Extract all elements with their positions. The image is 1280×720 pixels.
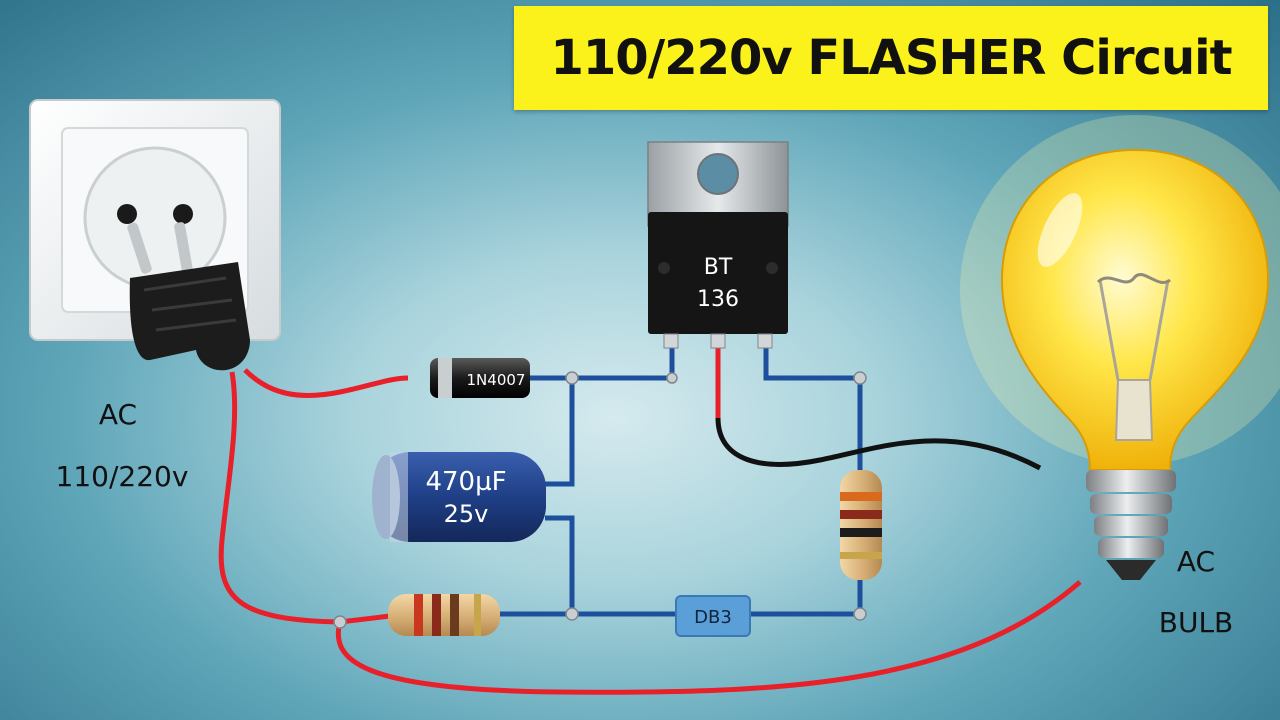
capacitor-label-line1: 470µF: [425, 467, 506, 497]
capacitor-label-line2: 25v: [444, 500, 489, 528]
wire-red-plug-to-resistor: [218, 371, 391, 625]
junction-dot: [333, 615, 347, 629]
wire-blue-db3-right: [748, 578, 863, 617]
diac-label: DB3: [694, 607, 732, 628]
bulb-label-line2: BULB: [1158, 606, 1234, 639]
junction-dot: [853, 371, 867, 385]
ac-source-label-line1: AC: [98, 398, 138, 431]
wire-blue-capacitor-negative: [545, 515, 575, 614]
junction-dot: [565, 607, 579, 621]
triac-label-line1: BT: [704, 255, 733, 280]
resistor-horizontal: [388, 594, 500, 636]
triac-label-line2: 136: [697, 287, 739, 312]
resistor-vertical: [840, 470, 882, 580]
junction-dot: [853, 607, 867, 621]
wire-black-to-bulb: [715, 417, 1042, 471]
page-title: 110/220v FLASHER Circuit: [550, 30, 1232, 86]
junction-dot: [565, 371, 579, 385]
diode-1n4007: 1N4007: [430, 358, 530, 398]
capacitor-470uf: 470µF 25v: [372, 452, 546, 542]
wire-red-plug-to-diode: [243, 368, 409, 399]
diac-db3: DB3: [675, 595, 751, 637]
bulb-label-line1: AC: [1176, 545, 1216, 578]
wire-red-loop-to-bulb: [335, 580, 1082, 695]
light-bulb-icon: [960, 115, 1280, 580]
title-banner: 110/220v FLASHER Circuit: [514, 6, 1268, 110]
plug-icon: [127, 222, 250, 371]
wire-blue-to-capacitor-positive: [545, 378, 575, 487]
junction-dot: [666, 372, 678, 384]
wire-blue-diode-to-triac: [528, 340, 675, 381]
ac-source-label-line2: 110/220v: [55, 460, 189, 493]
wire-blue-triac-right: [763, 340, 863, 476]
triac-bt136: BT 136: [647, 141, 789, 349]
diode-label: 1N4007: [467, 371, 526, 389]
